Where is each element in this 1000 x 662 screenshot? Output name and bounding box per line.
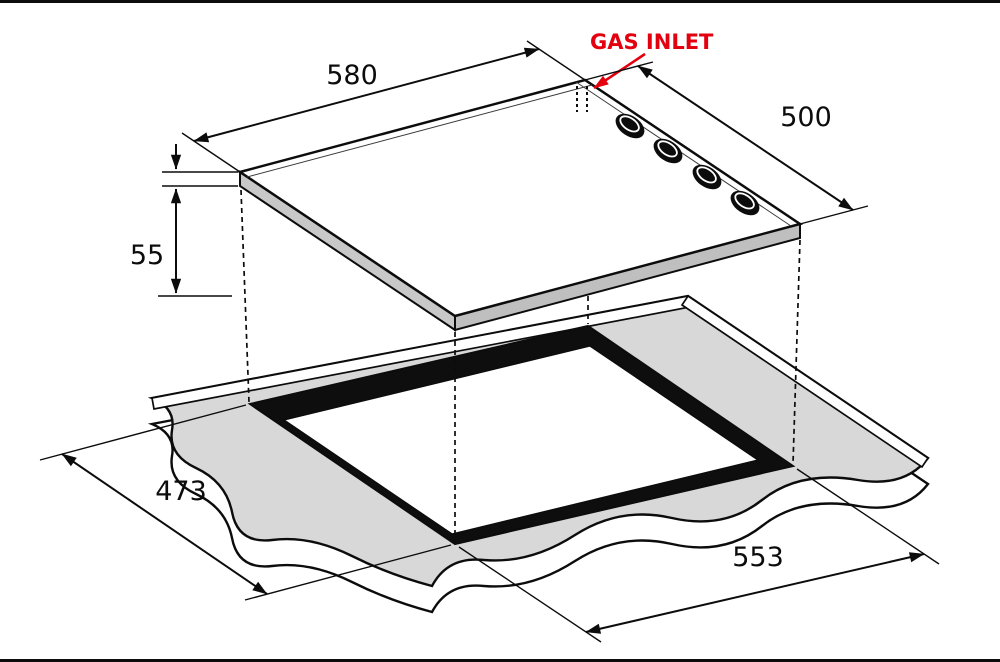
dimension-top-580: 580: [181, 40, 586, 173]
dimension-label-553: 553: [732, 542, 784, 573]
extension-line: [526, 40, 586, 81]
dimension-cutout-553: 553: [458, 468, 940, 643]
extension-line: [799, 205, 869, 225]
extension-line: [39, 404, 247, 461]
gas-inlet-marker: [576, 86, 588, 112]
top-border: [0, 0, 1000, 3]
dimension-label-473: 473: [155, 476, 207, 507]
cutout-see-through: [282, 345, 760, 535]
projection-lines: [240, 189, 801, 542]
dimension-cutout-473: 473: [39, 404, 452, 601]
dimension-label-500: 500: [780, 102, 832, 133]
dimension-label-55: 55: [130, 240, 164, 271]
extension-line: [458, 546, 602, 643]
projection-line-left: [240, 189, 250, 403]
gas-inlet-label: GAS INLET: [590, 30, 714, 54]
dimension-right-500: 500: [584, 61, 869, 225]
dimension-label-580: 580: [326, 60, 378, 91]
dimension-arrow: [61, 453, 268, 595]
dimension-left-55: 55: [130, 144, 238, 297]
worktop-back-edge-right: [680, 294, 930, 469]
hob-top-surface: [237, 78, 803, 318]
worktop: [147, 294, 930, 614]
extension-line: [244, 544, 452, 601]
extension-line: [796, 468, 940, 565]
extension-line: [584, 61, 654, 81]
dimension-arrow: [585, 552, 925, 634]
gas-inlet-callout: GAS INLET: [590, 30, 714, 90]
bottom-border: [0, 659, 1000, 662]
projection-line-right: [792, 239, 801, 465]
extension-line: [181, 132, 241, 173]
dimension-arrow: [637, 65, 854, 211]
dimension-arrow: [193, 47, 540, 143]
